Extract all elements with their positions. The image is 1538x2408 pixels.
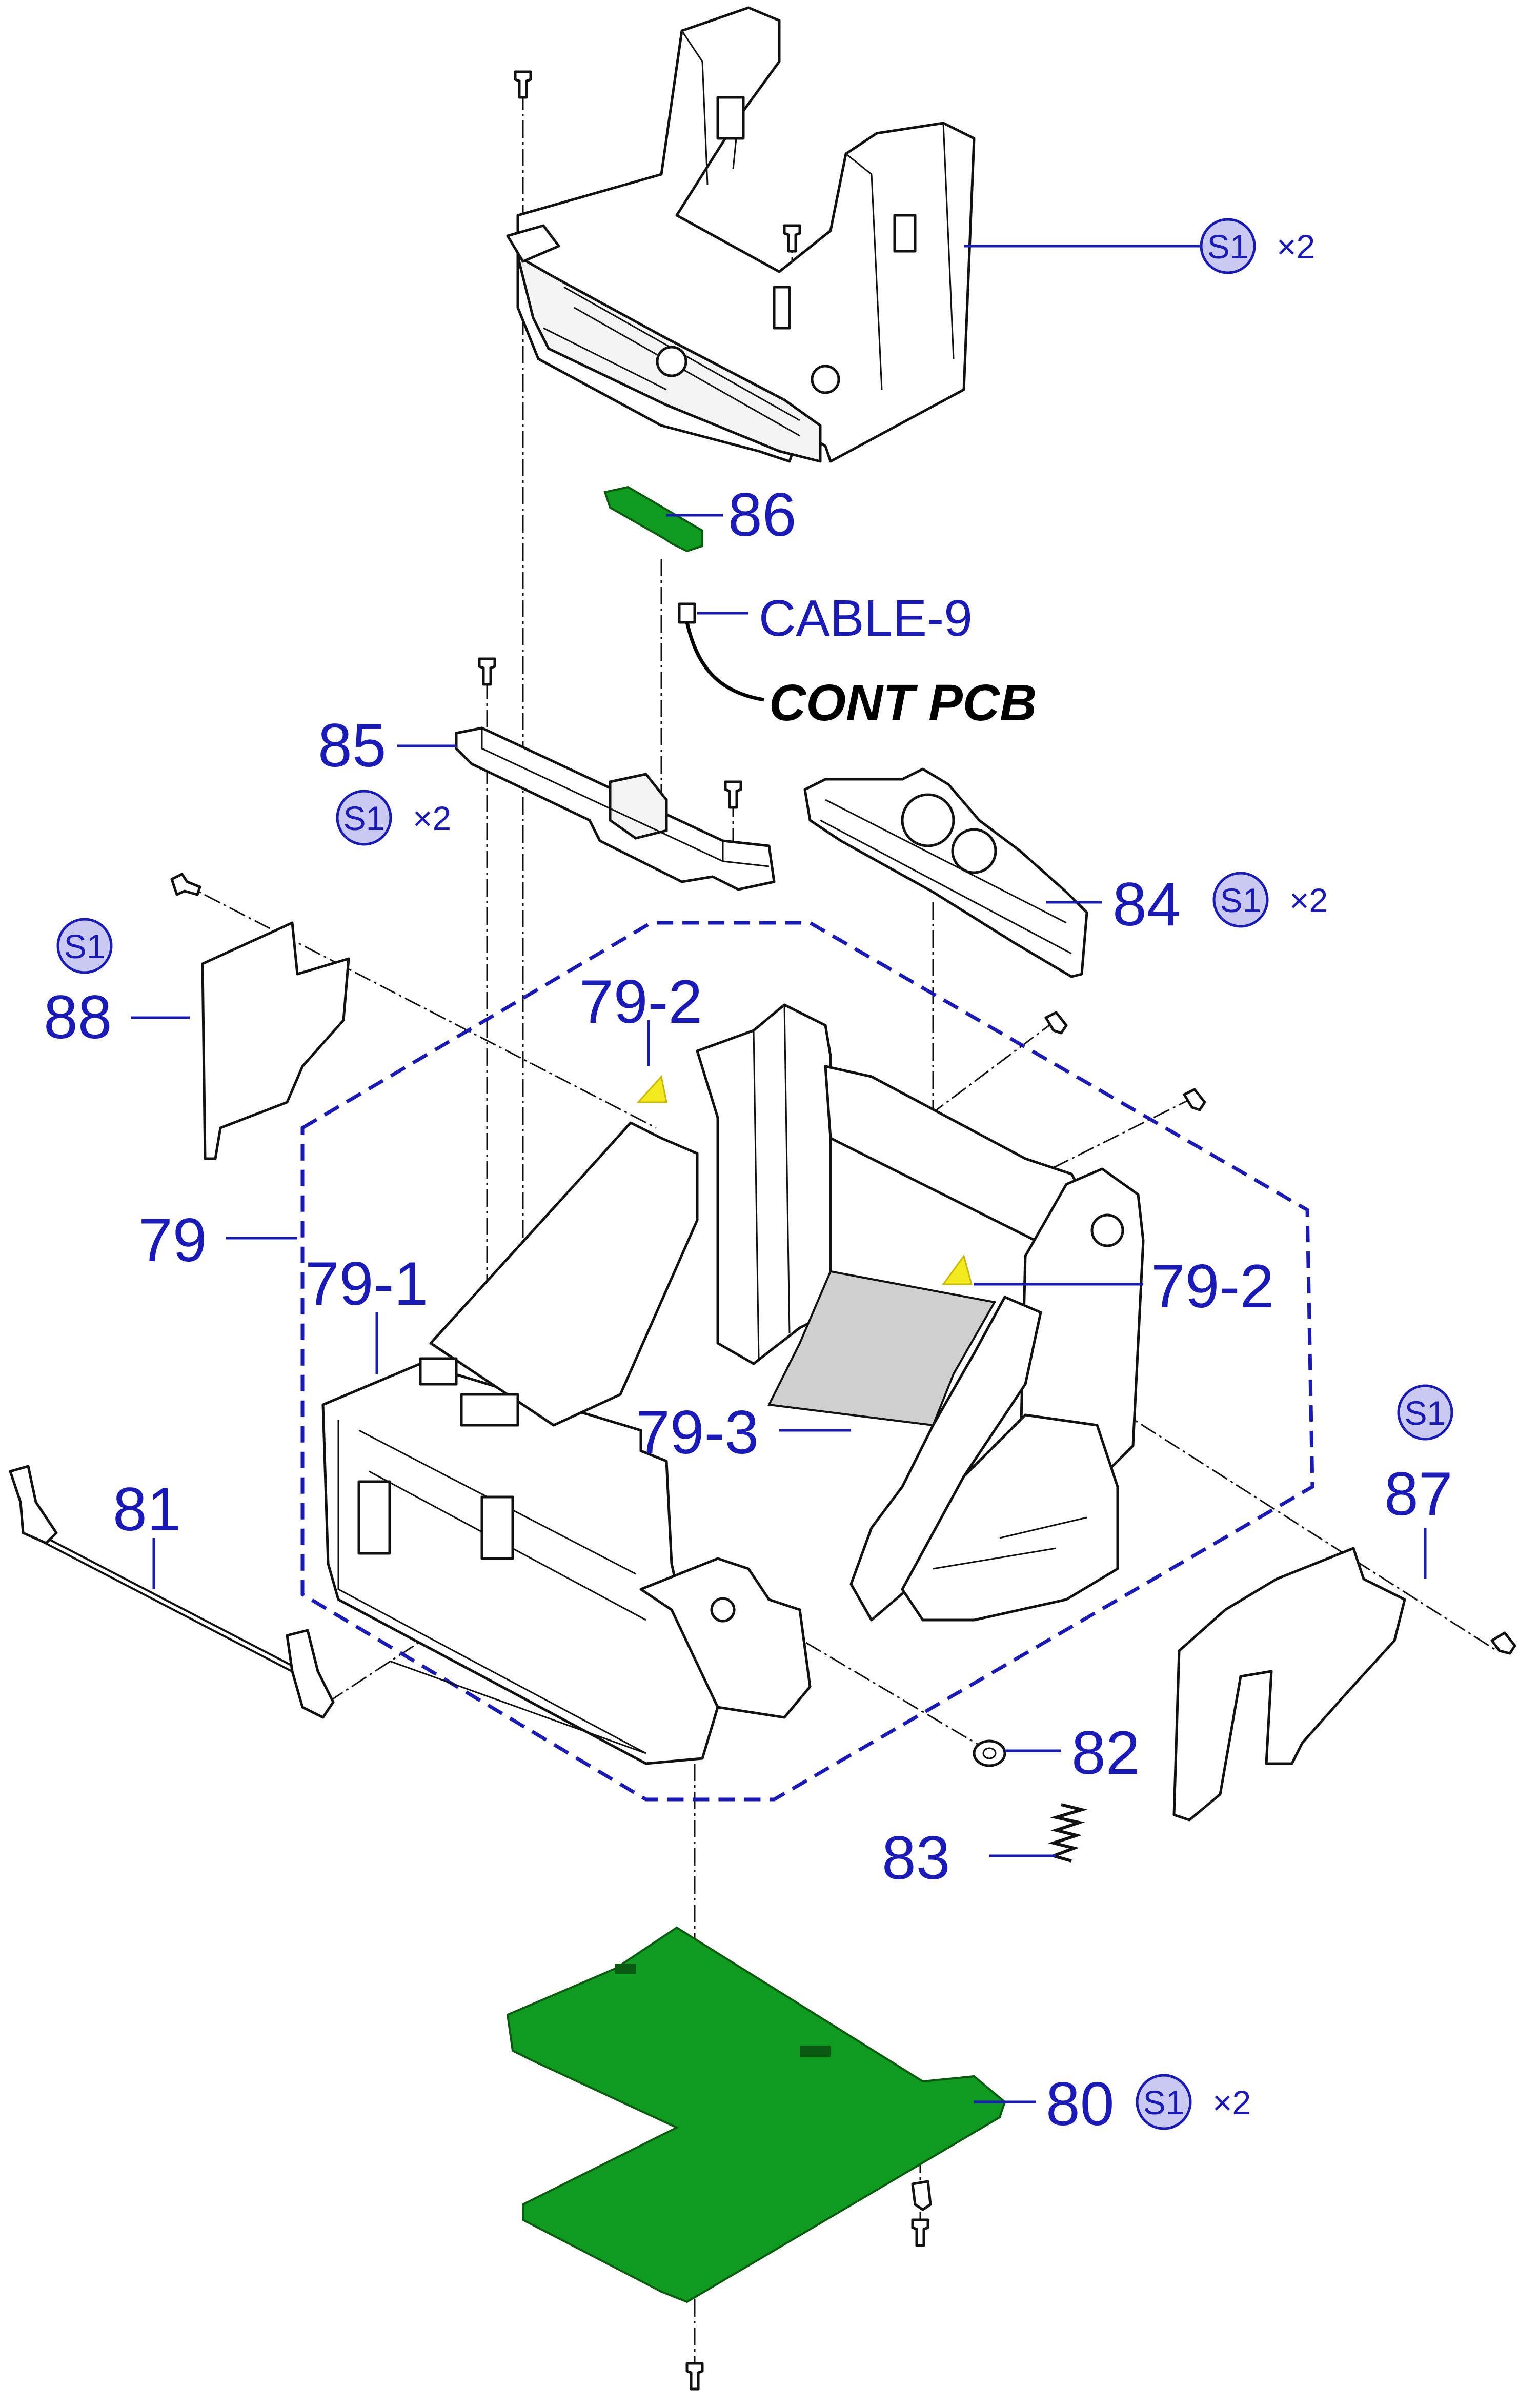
screw-badge-87 xyxy=(1397,1384,1453,1441)
part-88-side-sheet xyxy=(201,921,350,1160)
label-83: 83 xyxy=(882,1824,950,1892)
screw-85-right xyxy=(724,780,742,809)
part-81-shaft xyxy=(9,1465,335,1719)
part-82-bushing xyxy=(973,1739,1006,1767)
screw-87 xyxy=(1490,1631,1516,1655)
screw-badge-top xyxy=(1200,218,1256,274)
part-79-main-frame xyxy=(321,1003,1145,1765)
screw-badge-84 xyxy=(1212,872,1269,928)
screw-badge-80-label: S1 xyxy=(1143,2083,1185,2121)
screw-85-left xyxy=(478,657,496,686)
label-85: 85 xyxy=(318,711,386,780)
caution-icon-79-2-top xyxy=(636,1075,667,1103)
part-83-spring xyxy=(1048,1803,1088,1863)
screw-top-1 xyxy=(514,70,532,99)
label-86: 86 xyxy=(728,480,796,549)
screw-80-b xyxy=(911,2218,929,2247)
label-79: 79 xyxy=(138,1206,207,1274)
label-79-2-top: 79-2 xyxy=(579,967,702,1036)
screw-79-a xyxy=(1044,1011,1068,1035)
screw-80-c xyxy=(685,2362,704,2391)
screw-badge-85-label: S1 xyxy=(343,799,385,837)
multiplier-84: ×2 xyxy=(1289,881,1328,919)
label-79-3: 79-3 xyxy=(636,1398,759,1467)
caution-icon-79-2-right xyxy=(942,1254,973,1285)
screw-top-2 xyxy=(783,224,801,253)
screw-88 xyxy=(170,873,201,896)
top-frame-assembly xyxy=(506,6,976,463)
screw-badge-88 xyxy=(56,918,113,974)
screw-badge-87-label: S1 xyxy=(1405,1394,1446,1432)
label-87: 87 xyxy=(1384,1460,1452,1528)
screw-80-a xyxy=(911,2180,932,2211)
screw-badge-88-label: S1 xyxy=(64,927,106,965)
label-cable-9: CABLE-9 xyxy=(759,590,973,647)
label-cont-pcb: CONT PCB xyxy=(769,674,1037,732)
label-80: 80 xyxy=(1046,2070,1114,2138)
label-79-2-right: 79-2 xyxy=(1151,1252,1274,1321)
assembly-79-boundary xyxy=(300,921,1314,1802)
label-82: 82 xyxy=(1071,1718,1140,1787)
screw-badge-top-label: S1 xyxy=(1207,228,1249,266)
label-88: 88 xyxy=(44,983,112,1051)
part-84-roller-guide xyxy=(803,767,1088,978)
part-87-side-sheet xyxy=(1172,1547,1406,1822)
screw-badge-84-label: S1 xyxy=(1220,881,1262,919)
screw-79-b xyxy=(1183,1088,1206,1111)
cable-9-connector xyxy=(678,602,764,702)
screw-badge-85 xyxy=(336,790,392,846)
part-80-main-pcb xyxy=(506,1926,1006,2303)
part-86-sensor xyxy=(603,485,703,553)
multiplier-top: ×2 xyxy=(1277,228,1315,266)
label-81: 81 xyxy=(113,1475,181,1544)
multiplier-80: ×2 xyxy=(1212,2083,1251,2121)
part-85-bracket xyxy=(455,726,776,891)
screw-badge-80 xyxy=(1136,2074,1192,2130)
label-84: 84 xyxy=(1112,870,1181,939)
multiplier-85: ×2 xyxy=(413,799,451,837)
label-79-1: 79-1 xyxy=(305,1249,428,1318)
